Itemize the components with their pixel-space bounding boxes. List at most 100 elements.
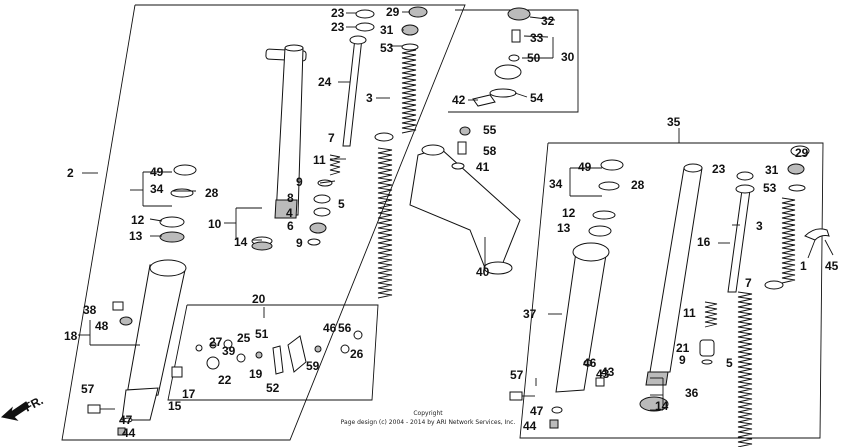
part-callout-numbers: 2 10 12 13 14 18 20 22 23 23 24 25 26 27…	[64, 5, 839, 440]
callout: 45	[825, 259, 839, 273]
callout: 53	[380, 41, 394, 55]
callout: 28	[205, 186, 219, 200]
callout: 8	[287, 191, 294, 205]
callout: 30	[561, 50, 575, 64]
callout: 12	[131, 213, 145, 227]
copyright-notice: Copyright Page design (c) 2004 - 2014 by…	[341, 410, 516, 426]
callout: 21	[676, 341, 690, 355]
callout: 46	[323, 321, 337, 335]
callout: 49	[150, 165, 164, 179]
leader-lines	[78, 11, 834, 411]
callout: 12	[562, 206, 576, 220]
callout: 13	[129, 229, 143, 243]
steering-stem-parts	[472, 7, 531, 107]
callout: 43	[596, 367, 610, 381]
callout: 16	[697, 235, 711, 249]
callout: 47	[530, 404, 544, 418]
callout: 35	[667, 115, 681, 129]
callout: 3	[366, 91, 373, 105]
callout: 9	[679, 353, 686, 367]
seals-left	[159, 164, 197, 243]
callout: 48	[95, 319, 109, 333]
callout: 56	[338, 321, 352, 335]
callout: 51	[255, 327, 269, 341]
callout: 5	[726, 356, 733, 370]
small-parts-left	[307, 6, 428, 246]
damper-rod-right	[727, 171, 755, 293]
callout: 4	[286, 206, 293, 220]
damper-rod-left	[342, 35, 367, 147]
callout: 3	[756, 219, 763, 233]
callout: 34	[549, 177, 563, 191]
callout: 31	[380, 23, 394, 37]
front-direction-arrow-icon	[0, 401, 30, 421]
callout: 52	[266, 381, 280, 395]
callout: 42	[452, 93, 466, 107]
bolts-left	[87, 301, 133, 436]
callout: 55	[483, 123, 497, 137]
callout: 23	[712, 162, 726, 176]
fork-slider-right	[555, 242, 610, 393]
callout: 7	[745, 276, 752, 290]
fork-bridge	[409, 126, 521, 275]
callout: 23	[331, 20, 345, 34]
callout: 33	[530, 31, 544, 45]
callout: 47	[119, 413, 133, 427]
callout: 31	[765, 163, 779, 177]
callout: 7	[328, 131, 335, 145]
seals-right	[588, 159, 624, 237]
fork-spring-lower-left	[377, 147, 393, 299]
callout: 14	[655, 399, 669, 413]
callout: 9	[296, 175, 303, 189]
fork-slider-left	[121, 259, 187, 421]
callout: 57	[510, 368, 524, 382]
dust-seal-left	[251, 236, 273, 251]
callout: 23	[331, 6, 345, 20]
copyright-line1: Copyright	[413, 410, 443, 417]
callout: 14	[234, 235, 248, 249]
frame-left-fork-assembly	[61, 4, 466, 441]
callout: 17	[182, 387, 196, 401]
front-direction-label: FR.	[22, 393, 46, 414]
callout: 29	[795, 146, 809, 160]
callout: 2	[67, 166, 74, 180]
callout: 46	[583, 356, 597, 370]
callout: 32	[541, 14, 555, 28]
fork-spring-upper-left	[401, 47, 417, 134]
callout: 6	[287, 219, 294, 233]
callout: 22	[218, 373, 232, 387]
callout: 20	[252, 292, 266, 306]
callout: 29	[386, 5, 400, 19]
inner-tube-right	[639, 163, 703, 412]
callout: 38	[83, 303, 97, 317]
callout: 27	[209, 335, 223, 349]
callout: 5	[338, 197, 345, 211]
callout: 18	[64, 329, 78, 343]
callout: 15	[168, 399, 182, 413]
callout: 24	[318, 75, 332, 89]
callout: 49	[578, 160, 592, 174]
fork-spring-upper-right	[781, 197, 796, 284]
callout: 25	[237, 331, 251, 345]
callout: 10	[208, 217, 222, 231]
small-parts-right	[699, 145, 830, 365]
callout: 1	[800, 259, 807, 273]
inner-tube-left	[265, 44, 307, 219]
copyright-line2: Page design (c) 2004 - 2014 by ARI Netwo…	[341, 419, 516, 426]
callout: 19	[249, 367, 263, 381]
frame-right-fork-assembly	[519, 142, 824, 439]
damper-parts	[171, 330, 363, 378]
callout: 53	[763, 181, 777, 195]
callout: 59	[306, 359, 320, 373]
callout: 57	[81, 382, 95, 396]
callout: 41	[476, 160, 490, 174]
callout: 11	[313, 153, 326, 167]
callout: 40	[476, 265, 490, 279]
callout: 37	[523, 307, 537, 321]
callout: 34	[150, 182, 164, 196]
fork-spring-lower-right	[737, 291, 753, 447]
callout: 39	[222, 344, 236, 358]
callout: 50	[527, 51, 541, 65]
callout: 44	[122, 426, 136, 440]
